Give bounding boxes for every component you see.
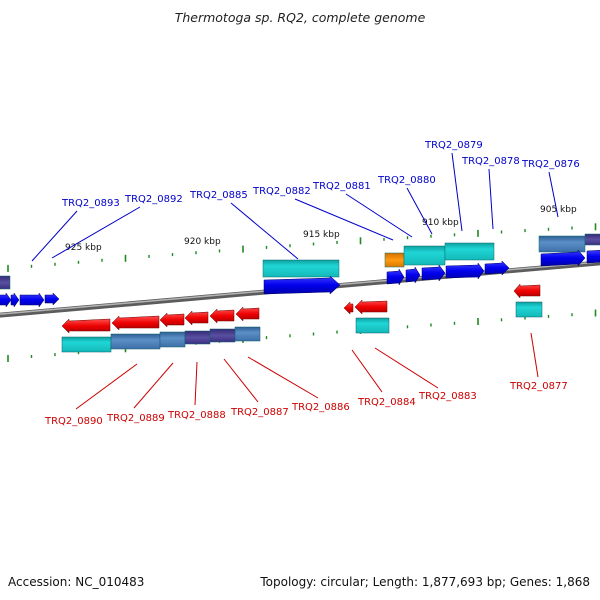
leader-line-0876 <box>548 171 559 218</box>
forward-features <box>0 233 600 290</box>
feature-block <box>355 317 390 334</box>
gene-arrow[interactable] <box>263 275 341 295</box>
leader-line-0883 <box>374 347 439 389</box>
feature-block <box>61 336 112 353</box>
leader-line-0886 <box>247 356 319 399</box>
leader-line-0880 <box>406 187 433 235</box>
gene-label-trq2-0879[interactable]: TRQ2_0879 <box>424 140 483 151</box>
leader-line-0892 <box>51 206 141 259</box>
gene-label-trq2-0892[interactable]: TRQ2_0892 <box>124 194 183 205</box>
leader-line-0877 <box>530 332 539 378</box>
gene-label-trq2-0885[interactable]: TRQ2_0885 <box>189 190 248 201</box>
leader-line-0893 <box>31 210 78 262</box>
feature-block <box>209 328 236 343</box>
gene-label-trq2-0890[interactable]: TRQ2_0890 <box>44 416 103 427</box>
gene-label-trq2-0888[interactable]: TRQ2_0888 <box>167 410 226 421</box>
scale-ticks-outer <box>7 223 597 272</box>
gene-arrow[interactable] <box>421 264 446 282</box>
scale-labels: 925 kbp 920 kbp 915 kbp 910 kbp 905 kbp <box>65 205 577 253</box>
gene-arrow[interactable] <box>111 315 160 331</box>
gene-label-trq2-0878[interactable]: TRQ2_0878 <box>461 156 520 167</box>
leader-line-0885 <box>230 202 299 260</box>
gene-label-trq2-0881[interactable]: TRQ2_0881 <box>312 181 371 192</box>
feature-block <box>262 259 340 278</box>
gene-arrow[interactable] <box>484 260 510 276</box>
reverse-genes <box>61 283 541 334</box>
leader-line-0884 <box>351 349 383 393</box>
accession-text: Accession: NC_010483 <box>8 575 144 589</box>
gene-arrow[interactable] <box>10 292 20 308</box>
feature-block <box>184 330 211 345</box>
gene-arrow[interactable] <box>209 308 235 324</box>
scale-label-925: 925 kbp <box>65 243 102 253</box>
leader-line-0881 <box>345 193 413 238</box>
gene-label-trq2-0877[interactable]: TRQ2_0877 <box>509 381 568 392</box>
feature-block <box>384 252 405 268</box>
feature-block <box>159 331 186 348</box>
gene-label-trq2-0883[interactable]: TRQ2_0883 <box>418 391 477 402</box>
feature-block <box>444 242 495 261</box>
scale-ticks-inner <box>7 309 597 362</box>
gene-arrow[interactable] <box>0 292 12 308</box>
leader-line-0879 <box>451 152 463 232</box>
gene-arrow[interactable] <box>445 262 485 280</box>
leader-line-0889 <box>133 362 174 409</box>
leader-line-0888 <box>194 361 198 406</box>
scale-label-905: 905 kbp <box>540 205 577 215</box>
forward-gene-labels: TRQ2_0893 TRQ2_0892 TRQ2_0885 TRQ2_0882 … <box>61 140 580 209</box>
leader-line-0882 <box>294 198 394 241</box>
gene-arrow[interactable] <box>159 312 185 328</box>
forward-genes <box>0 249 600 308</box>
gene-arrow[interactable] <box>44 292 60 306</box>
gene-arrow[interactable] <box>61 318 111 334</box>
reverse-leader-lines <box>75 332 539 410</box>
leader-line-0887 <box>223 358 259 403</box>
gene-arrow[interactable] <box>540 249 586 267</box>
gene-label-trq2-0893[interactable]: TRQ2_0893 <box>61 198 120 209</box>
gene-arrow[interactable] <box>235 306 260 322</box>
reverse-features <box>61 301 543 353</box>
feature-block <box>403 245 446 266</box>
gene-label-trq2-0880[interactable]: TRQ2_0880 <box>377 175 436 186</box>
feature-block <box>234 326 261 342</box>
reverse-gene-labels: TRQ2_0890 TRQ2_0889 TRQ2_0888 TRQ2_0887 … <box>44 381 568 427</box>
map-title: Thermotoga sp. RQ2, complete genome <box>175 10 426 25</box>
gene-label-trq2-0876[interactable]: TRQ2_0876 <box>521 159 580 170</box>
genome-summary-text: Topology: circular; Length: 1,877,693 bp… <box>259 575 590 589</box>
feature-block <box>110 333 161 350</box>
scale-label-910: 910 kbp <box>422 218 459 228</box>
gene-label-trq2-0884[interactable]: TRQ2_0884 <box>357 397 416 408</box>
gene-arrow[interactable] <box>343 301 354 315</box>
leader-line-0878 <box>488 168 494 230</box>
gene-label-trq2-0889[interactable]: TRQ2_0889 <box>106 413 165 424</box>
gene-arrow[interactable] <box>354 299 388 315</box>
gene-arrow[interactable] <box>513 283 541 299</box>
gene-arrow[interactable] <box>586 249 600 264</box>
gene-arrow[interactable] <box>405 266 421 284</box>
scale-label-920: 920 kbp <box>184 237 221 247</box>
gene-label-trq2-0886[interactable]: TRQ2_0886 <box>291 402 350 413</box>
gene-label-trq2-0882[interactable]: TRQ2_0882 <box>252 186 311 197</box>
feature-block <box>515 301 543 318</box>
leader-line-0890 <box>75 363 138 410</box>
gene-arrow[interactable] <box>184 310 209 326</box>
feature-block <box>584 233 600 246</box>
feature-block <box>538 235 586 253</box>
gene-label-trq2-0887[interactable]: TRQ2_0887 <box>230 407 289 418</box>
scale-label-915: 915 kbp <box>303 230 340 240</box>
gene-arrow[interactable] <box>386 268 405 286</box>
feature-block <box>0 275 11 290</box>
forward-leader-lines <box>31 152 559 262</box>
gene-arrow[interactable] <box>19 292 45 308</box>
